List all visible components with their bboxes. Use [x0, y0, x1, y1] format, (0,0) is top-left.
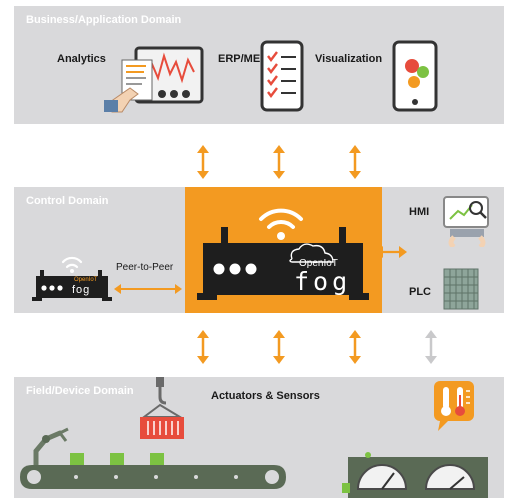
small-gateway-brand: OpenIoT [74, 277, 98, 283]
control-domain-panel: Control Domain OpenIoT fog Peer-to-Peer [14, 187, 504, 313]
conveyor-robot-icon [20, 427, 286, 489]
gateway-device-icon [197, 227, 369, 300]
visualization-label: Visualization [315, 53, 383, 65]
small-gateway-icon [32, 256, 112, 301]
analytics-label: Analytics [57, 53, 106, 65]
peer-to-peer-label: Peer-to-Peer [116, 262, 174, 273]
gateway-brand-label: OpenIoT [299, 258, 338, 269]
hmi-plc-arrow [375, 246, 407, 258]
plc-label: PLC [409, 286, 431, 298]
gateway-product-label: fog [294, 267, 352, 296]
field-domain-panel: Field/Device Domain Actuators & Sensors [14, 377, 504, 498]
wifi-icon [259, 208, 303, 240]
visualization-tablet-icon [392, 40, 438, 112]
erp-mes-label: ERP/MES [218, 53, 268, 65]
business-domain-panel: Business/Application Domain Analytics ER… [14, 6, 504, 124]
control-domain-title: Control Domain [26, 195, 109, 207]
actuators-sensors-label: Actuators & Sensors [211, 390, 320, 402]
arrows-business-control [197, 145, 361, 179]
crane-container-icon [140, 377, 184, 439]
openiot-fog-gateway: OpenIoT fog [185, 187, 382, 313]
sensor-gauges-icon [342, 381, 488, 498]
small-gateway-product: fog [72, 284, 91, 296]
peer-to-peer-arrow [114, 284, 182, 294]
analytics-icon [104, 46, 204, 113]
hmi-icon [443, 196, 489, 247]
plc-icon [443, 268, 479, 310]
field-domain-title: Field/Device Domain [26, 385, 134, 397]
erp-checklist-icon [260, 40, 304, 112]
arrows-control-field [197, 330, 437, 364]
business-domain-title: Business/Application Domain [26, 14, 182, 26]
hmi-label: HMI [409, 206, 430, 218]
